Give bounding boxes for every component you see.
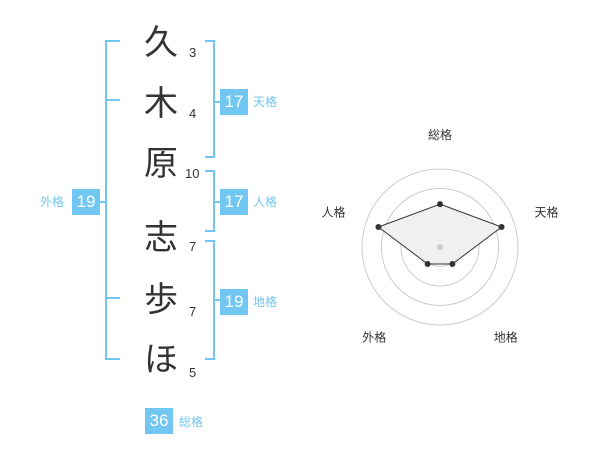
radar-axis-label-3: 地格 — [494, 330, 518, 345]
radar-axis-label-1: 総格 — [428, 127, 452, 142]
chikaku-label: 地格 — [253, 295, 278, 309]
name-char-2: 木 — [144, 84, 178, 124]
radar-point-4 — [424, 261, 431, 268]
stroke-count-2: 4 — [189, 106, 197, 121]
radar-ring-4 — [361, 168, 519, 326]
radar-point-2 — [498, 223, 505, 230]
radar-point-5 — [375, 223, 382, 230]
radar-area — [377, 203, 503, 265]
radar-point-1 — [437, 201, 443, 208]
name-char-5: 歩 — [144, 280, 178, 320]
stroke-count-3: 10 — [185, 166, 200, 181]
chikaku-badge: 19 — [220, 289, 248, 315]
radar-center-dot — [437, 244, 443, 250]
name-char-3: 原 — [144, 144, 178, 184]
name-char-4: 志 — [144, 218, 178, 258]
radar-axis-label-5: 人格 — [321, 204, 345, 219]
stroke-count-4: 7 — [189, 239, 197, 254]
radar-point-3 — [449, 261, 456, 268]
soukaku-label: 総格 — [179, 415, 204, 429]
jinkaku-badge: 17 — [220, 189, 248, 215]
stroke-count-1: 3 — [189, 45, 197, 60]
soukaku-badge: 36 — [145, 408, 173, 434]
stroke-count-5: 7 — [189, 304, 197, 319]
jinkaku-label: 人格 — [253, 195, 278, 209]
tenkaku-label: 天格 — [253, 95, 278, 109]
name-char-6: ほ — [144, 340, 178, 380]
stroke-count-6: 5 — [189, 365, 197, 380]
tenkaku-badge: 17 — [220, 89, 248, 115]
gaikaku-badge: 19 — [72, 189, 100, 215]
radar-ring-3 — [381, 188, 499, 306]
gaikaku-label: 外格 — [40, 195, 65, 209]
radar-axis-label-2: 天格 — [534, 204, 558, 219]
radar-axis-label-4: 外格 — [362, 330, 386, 345]
name-char-1: 久 — [144, 23, 178, 63]
